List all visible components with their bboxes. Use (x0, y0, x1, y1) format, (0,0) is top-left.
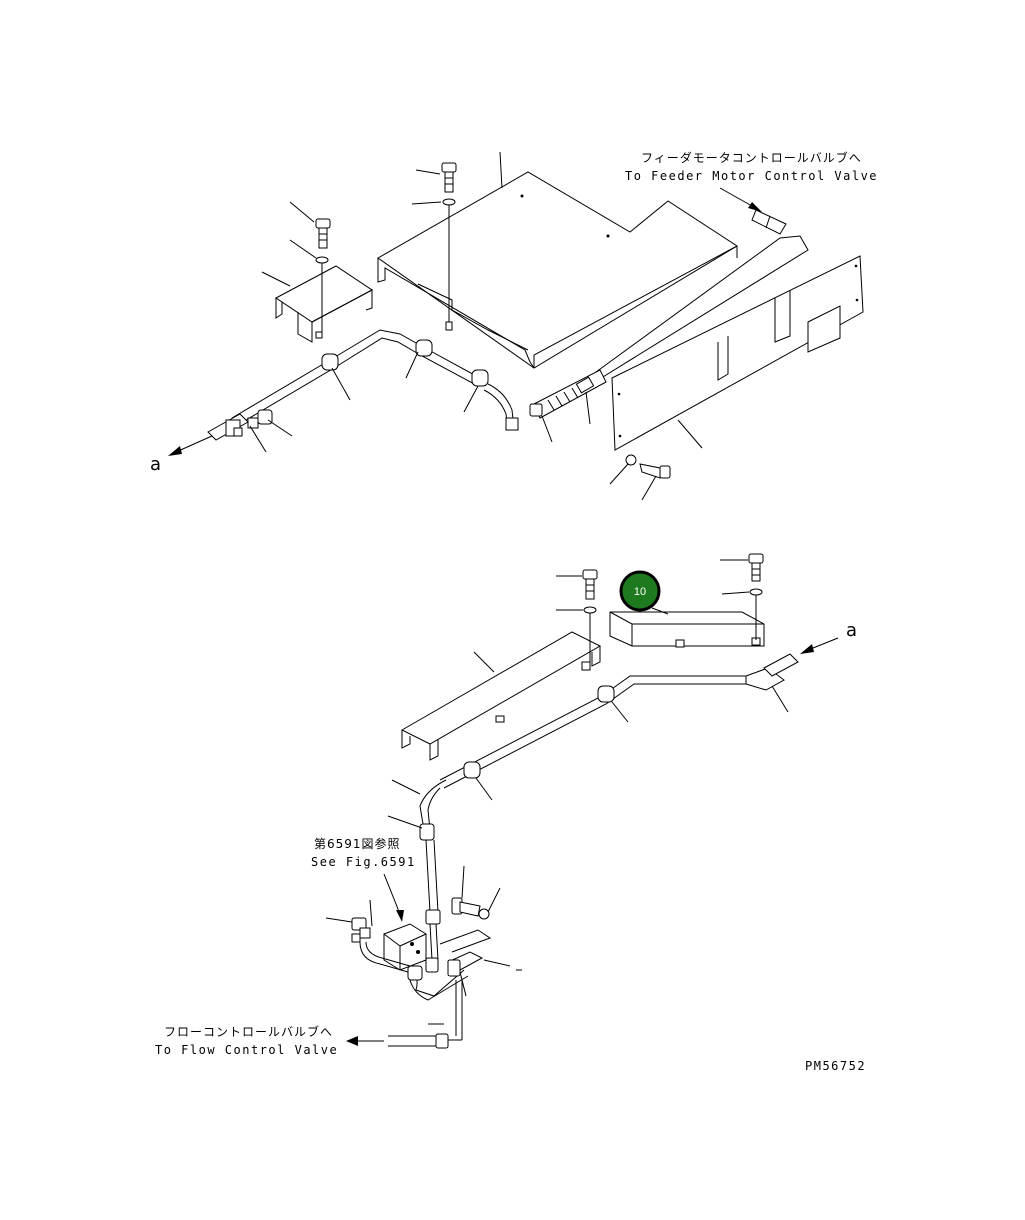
bolt-side-plate (625, 454, 671, 479)
ref-a-arrow-upper (168, 435, 213, 456)
leader-lines-upper (249, 151, 703, 501)
side-plate (611, 255, 864, 451)
see-fig-label-en: See Fig.6591 (311, 855, 416, 869)
flow-valve-label-jp: フローコントロールバルブへ (164, 1024, 333, 1039)
small-cover-bracket (275, 265, 373, 343)
upper-assembly (168, 151, 864, 501)
bolt-upper-left (315, 218, 331, 332)
upper-hydraulic-line (207, 329, 519, 441)
see-fig-label-jp: 第6591図参照 (314, 836, 401, 851)
feeder-valve-label-jp: フィーダモータコントロールバルブへ (641, 150, 862, 165)
feeder-valve-label-en: To Feeder Motor Control Valve (625, 169, 878, 183)
callout-circle[interactable] (619, 570, 661, 612)
ref-a-lower-label: a (846, 620, 857, 641)
large-cover-plate (377, 171, 738, 369)
ref-a-arrow-lower (800, 637, 839, 654)
feeder-valve-line (529, 209, 809, 419)
feeder-arrow (719, 187, 762, 212)
small-bracket-right (609, 611, 765, 648)
bolt-lower-right (748, 553, 764, 640)
bolt-upper-center (441, 162, 457, 331)
callout-number: 10 (634, 586, 646, 598)
part-callout-10[interactable]: 10 (619, 570, 661, 612)
lower-hydraulic-line (419, 653, 799, 961)
bolt-lower-left (582, 569, 598, 666)
drawing-code: PM56752 (805, 1059, 866, 1073)
see-fig-arrow (383, 873, 404, 922)
valve-block-group (351, 897, 492, 1049)
lower-assembly (325, 553, 839, 1049)
flow-valve-label-en: To Flow Control Valve (155, 1043, 338, 1057)
ref-a-upper-label: a (150, 454, 161, 475)
leader-lines-lower (325, 559, 789, 1025)
long-channel-cover (400, 631, 602, 761)
flow-valve-arrow (346, 1036, 384, 1046)
